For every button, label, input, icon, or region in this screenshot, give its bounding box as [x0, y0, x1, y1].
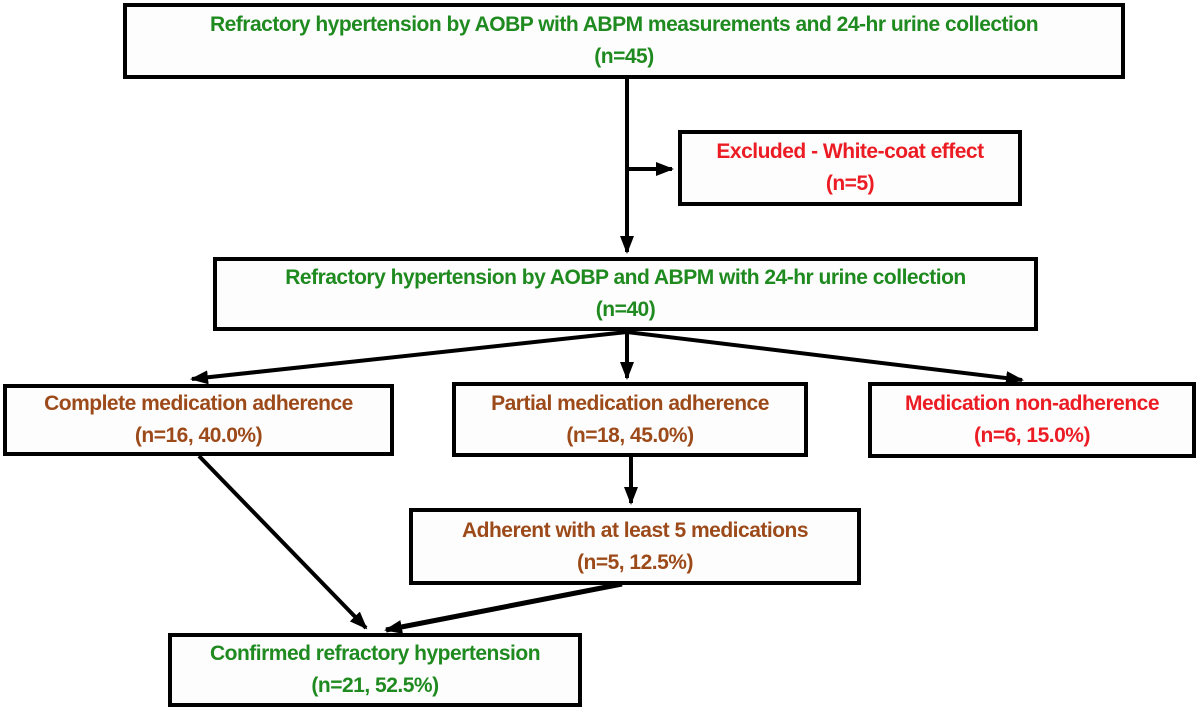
node-partial-adherence-label: Partial medication adherence — [491, 391, 769, 415]
node-complete-adherence: Complete medication adherence (n=16, 40.… — [3, 384, 394, 456]
arrow-complete-to-confirmed — [197, 454, 368, 630]
node-partial-adherence-count: (n=18, 45.0%) — [566, 423, 694, 447]
node-adherent-5-medications: Adherent with at least 5 medications (n=… — [409, 508, 861, 585]
node-eligible-count: (n=40) — [595, 298, 656, 321]
node-partial-adherence: Partial medication adherence (n=18, 45.0… — [452, 382, 808, 457]
node-screened-count: (n=45) — [594, 45, 654, 68]
node-confirmed-refractory: Confirmed refractory hypertension (n=21,… — [168, 633, 582, 707]
node-eligible-label: Refractory hypertension by AOBP and ABPM… — [285, 266, 966, 289]
node-adherent-5-medications-count: (n=5, 12.5%) — [577, 550, 693, 574]
node-confirmed-refractory-label: Confirmed refractory hypertension — [209, 642, 541, 665]
node-nonadherence: Medication non-adherence (n=6, 15.0%) — [868, 382, 1196, 458]
arrow-eligible-to-nonadherent — [626, 330, 1024, 386]
arrow-adherent5-to-confirmed — [384, 581, 623, 634]
node-excluded-label: Excluded - White-coat effect — [716, 140, 984, 163]
arrow-eligible-to-complete — [190, 330, 628, 385]
node-confirmed-refractory-count: (n=21, 52.5%) — [311, 674, 439, 697]
node-nonadherence-count: (n=6, 15.0%) — [974, 424, 1090, 447]
node-eligible: Refractory hypertension by AOBP and ABPM… — [213, 257, 1038, 331]
node-nonadherence-label: Medication non-adherence — [904, 392, 1160, 415]
node-excluded-count: (n=5) — [825, 172, 875, 195]
node-complete-adherence-label: Complete medication adherence — [44, 392, 353, 415]
node-complete-adherence-count: (n=16, 40.0%) — [134, 424, 263, 447]
node-excluded: Excluded - White-coat effect (n=5) — [678, 130, 1022, 206]
node-screened-label: Refractory hypertension by AOBP with ABP… — [209, 13, 1039, 36]
node-screened: Refractory hypertension by AOBP with ABP… — [123, 3, 1125, 79]
node-adherent-5-medications-label: Adherent with at least 5 medications — [461, 518, 809, 542]
